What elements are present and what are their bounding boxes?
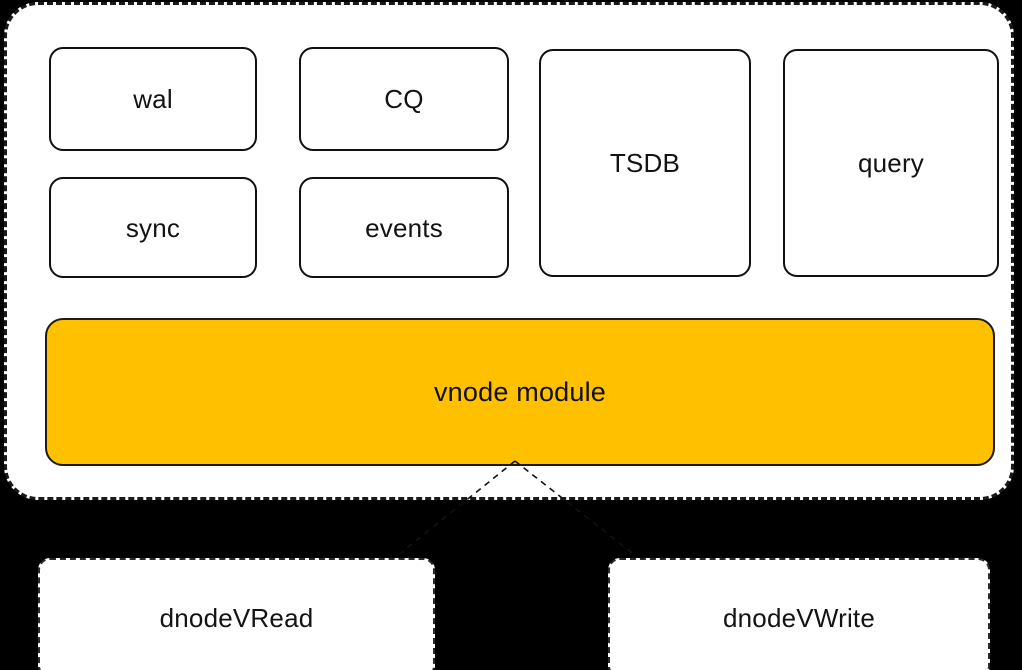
module-label-cq: CQ [384, 84, 424, 114]
dnode-vwrite-label: dnodeVWrite [722, 603, 876, 633]
module-box-wal[interactable]: wal [49, 47, 257, 151]
dnode-vread-box[interactable]: dnodeVRead [38, 558, 435, 670]
vnode-container: wal CQ sync events TSDB query vnode modu… [4, 2, 1014, 500]
dnode-vread-label: dnodeVRead [159, 603, 314, 633]
module-label-wal: wal [133, 84, 173, 114]
vnode-module-label: vnode module [433, 376, 607, 407]
module-box-tsdb[interactable]: TSDB [539, 49, 751, 277]
dnode-vwrite-box[interactable]: dnodeVWrite [608, 558, 990, 670]
module-label-events: events [365, 212, 443, 243]
module-label-query: query [857, 148, 925, 178]
module-box-events[interactable]: events [299, 177, 509, 278]
vnode-module-bar[interactable]: vnode module [45, 318, 995, 466]
module-box-sync[interactable]: sync [49, 177, 257, 278]
module-label-sync: sync [125, 212, 181, 243]
module-box-cq[interactable]: CQ [299, 47, 509, 151]
module-label-tsdb: TSDB [609, 148, 681, 178]
module-box-query[interactable]: query [783, 49, 999, 277]
